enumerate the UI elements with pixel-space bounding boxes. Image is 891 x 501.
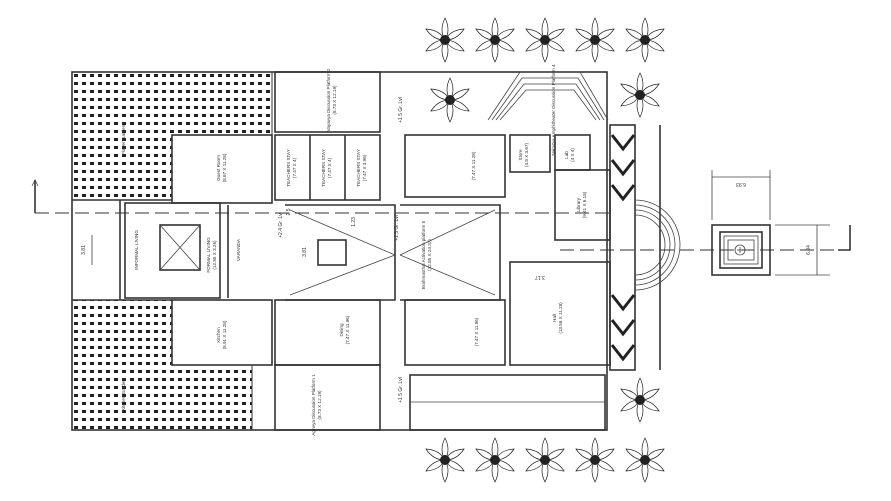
tree-icon [575, 437, 615, 483]
dim-center-c: 1.23 [351, 217, 357, 227]
dim-entry: 3.81 [81, 245, 87, 255]
level-bottom: +1.5 Gr. Lvl [398, 377, 404, 403]
dim-center-b: 3.81 [302, 247, 308, 257]
tree-icon [430, 77, 470, 123]
dim-detail-height: 6.94 [806, 245, 812, 255]
chevron-step [610, 134, 636, 152]
svg-text:Guest Room(8.67 X 11.28): Guest Room(8.67 X 11.28) [216, 153, 227, 182]
level-top: +1.5 Gr. Lvl [398, 97, 404, 123]
varanda-label: VARANDA [236, 238, 241, 261]
annotations: +1.5 Gr. Lvl +1.5 Gr. Lvl +2.4 Gr. Lvl +… [81, 97, 812, 403]
svg-text:Vayavya Discussion Platform 2(: Vayavya Discussion Platform 2(8.73 X 12.… [326, 68, 337, 131]
store-label: Store [518, 149, 523, 160]
chevron-step [610, 294, 636, 312]
section-lines [31, 179, 851, 251]
room-labels: Vayavya Discussion Platform 2(8.73 X 12.… [134, 64, 587, 436]
teachers-stay-1-label: TEACHERS STAY [286, 149, 291, 187]
tree-icon [525, 17, 565, 63]
svg-text:Kitchen(8.91 X 11.28): Kitchen(8.91 X 11.28) [216, 320, 227, 349]
svg-text:TEACHERS STAY(7.47 X 3.96): TEACHERS STAY(7.47 X 3.96) [356, 149, 367, 187]
svg-text:TEACHERS STAY(7.47 X 4): TEACHERS STAY(7.47 X 4) [286, 149, 297, 187]
agneya-label: Agneya Discussion Platform 1 [311, 374, 316, 436]
brahmasthal-label: Brahmasthal Activation platform 5 [421, 220, 426, 289]
tree-icon [575, 17, 615, 63]
garden-label-top: Flower Garden [121, 124, 126, 155]
formal-living-label: FORMAL LIVING [206, 237, 211, 273]
classroom-top-label: (7.47 X 11.28) [471, 151, 476, 180]
dim-center-a: 2.5 [286, 208, 292, 215]
chevron-step [610, 344, 636, 362]
tree-icon [525, 437, 565, 483]
hall-label: Hall [552, 314, 557, 322]
walls [71, 71, 661, 431]
tree-icon [425, 17, 465, 63]
teachers-stay-3-label: TEACHERS STAY [356, 149, 361, 187]
classroom-bottom-label: (7.47 X 11.96) [474, 317, 479, 346]
tree-icon [475, 17, 515, 63]
dim-hall-door: 3.17 [535, 274, 545, 280]
svg-text:Agneya Discussion Platform 1(8: Agneya Discussion Platform 1(8.73 X 12.1… [311, 374, 322, 436]
tree-icon [625, 17, 665, 63]
tree-icon [620, 377, 660, 423]
chevron-step [610, 319, 636, 337]
informal-living-label: INFORMAL LIVING [134, 230, 139, 270]
dim-detail-width: 6.93 [736, 181, 746, 187]
dining-label: Dining [339, 323, 344, 336]
amphitheater-steps [487, 71, 681, 291]
svg-text:Lab(4 X 4): Lab(4 X 4) [564, 148, 575, 162]
svg-text:Store(4.8 X 3.67): Store(4.8 X 3.67) [518, 143, 529, 167]
guest-room-label: Guest Room [216, 155, 221, 181]
level-center-right: +1.5 Gr. Lvl [394, 215, 400, 241]
library-label: Library [576, 197, 581, 212]
vayavya-label: Vayavya Discussion Platform 2 [326, 68, 331, 131]
svg-text:Hall(13.56 X 11.28): Hall(13.56 X 11.28) [552, 302, 563, 334]
tree-icon [625, 437, 665, 483]
svg-text:Brahmasthal Activation platfor: Brahmasthal Activation platform 5(12.85 … [421, 220, 432, 289]
svg-text:Library(9.41 X 6.18): Library(9.41 X 6.18) [576, 191, 587, 218]
level-center: +2.4 Gr. Lvl [278, 212, 284, 238]
chevron-steps [610, 134, 636, 362]
section-detail [711, 170, 830, 276]
svg-text:TEACHERS STAY(7.47 X 4): TEACHERS STAY(7.47 X 4) [321, 149, 332, 187]
lab-label: Lab [564, 151, 569, 159]
tree-icon [475, 437, 515, 483]
kitchen-label: Kitchen [216, 327, 221, 343]
garden-label-bottom: Kitchen Garden [121, 379, 126, 411]
tree-icon [425, 437, 465, 483]
teachers-stay-2-label: TEACHERS STAY [321, 149, 326, 187]
svg-text:FORMAL LIVING(12.85 X 3.26): FORMAL LIVING(12.85 X 3.26) [206, 237, 217, 273]
chevron-step [610, 184, 636, 202]
tree-icon [620, 72, 660, 118]
chevron-step [610, 159, 636, 177]
svg-text:Dining(7.47 X 11.96): Dining(7.47 X 11.96) [339, 315, 350, 344]
nairutya-label: Nairutya Amphitheater Discussion Platfor… [551, 64, 556, 156]
